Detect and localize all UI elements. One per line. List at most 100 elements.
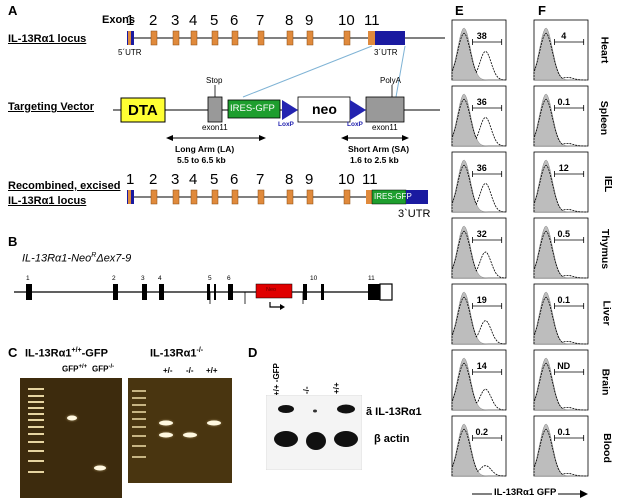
- exon-num-bot-9: 9: [305, 171, 314, 188]
- sample-histogram: [451, 428, 506, 477]
- lane-ko: -/-: [186, 366, 194, 375]
- panel-f-value: 0.1: [557, 295, 570, 305]
- neo-box: [297, 96, 351, 123]
- exon11-label-right: exon11: [372, 123, 398, 132]
- panel-e-value: 38: [477, 31, 487, 41]
- exon-num-top-4: 4: [189, 12, 198, 29]
- band-label-1: ã IL-13Rα1: [366, 406, 422, 418]
- sample-histogram: [533, 32, 588, 81]
- sample-histogram: [533, 230, 588, 279]
- control-histogram: [451, 27, 506, 81]
- exon11-right-box: [365, 96, 405, 123]
- panel-f-value: 12: [559, 163, 569, 173]
- panel-f-value: ND: [557, 361, 570, 371]
- panel-label-e: E: [455, 3, 464, 18]
- exon1-orange-top: [128, 31, 131, 45]
- exon-num-top-6: 6: [230, 12, 239, 29]
- panel-f-value: 0.5: [557, 229, 570, 239]
- exon-num-bot-7: 7: [256, 171, 265, 188]
- b-exon-10: 10: [310, 275, 318, 282]
- tissue-iel: IEL: [602, 175, 615, 193]
- exon-num-top-8: 8: [285, 12, 294, 29]
- exon-top-5: [211, 30, 219, 46]
- b-exon-5: 5: [208, 275, 212, 282]
- sample-histogram: [533, 428, 588, 477]
- lane-wt: +/+: [206, 366, 218, 375]
- sample-histogram: [451, 362, 507, 411]
- tissue-brain: Brain: [599, 368, 612, 396]
- exon-top-7: [257, 30, 265, 46]
- panel-f-value: 0.1: [557, 427, 570, 437]
- panel-e-value: 19: [477, 295, 487, 305]
- western-blot: [266, 395, 362, 470]
- sample-histogram: [451, 296, 507, 345]
- exon-num-top-9: 9: [305, 12, 314, 29]
- homology-line-left: [242, 45, 373, 98]
- polya-label: PolyA: [380, 76, 401, 85]
- b-exon-3: 3: [141, 275, 145, 282]
- panel-c-left-title: IL-13Rα1+/+-GFP: [25, 347, 108, 360]
- exon-num-top-10: 10: [338, 12, 355, 29]
- exon-num-bot-11: 11: [362, 171, 378, 188]
- tissue-spleen: Spleen: [598, 100, 611, 136]
- long-arm-size: 5.5 to 6.5 kb: [177, 155, 226, 165]
- short-arm-size: 1.6 to 2.5 kb: [350, 155, 399, 165]
- panel-e-value: 36: [477, 163, 487, 173]
- exon11-label-left: exon11: [202, 123, 228, 132]
- utr3-label: 3´UTR: [374, 48, 398, 57]
- neo-label: neo: [312, 101, 337, 117]
- tissue-heart: Heart: [598, 36, 611, 64]
- long-arm-label: Long Arm (LA): [175, 144, 235, 154]
- panel-e-value: 14: [477, 361, 487, 371]
- exon-top-9: [306, 30, 314, 46]
- b-exon-11: 11: [368, 275, 375, 282]
- tissue-blood: Blood: [600, 433, 613, 463]
- stop-label: Stop: [206, 76, 223, 85]
- panel-label-b: B: [8, 234, 18, 249]
- control-histogram: [451, 159, 506, 213]
- exon-top-8: [286, 30, 294, 46]
- utr3-top-box: [375, 31, 405, 45]
- exons-label: Exons: [102, 14, 136, 26]
- b-exon-2: 2: [112, 275, 116, 282]
- lane-d-1: +/+ -GFP: [272, 363, 281, 396]
- panel-label-d: D: [248, 345, 258, 360]
- exon11-left-box: [207, 96, 223, 123]
- dta-box: [120, 97, 166, 123]
- control-histogram: [451, 357, 506, 411]
- utr3-bottom-box: [406, 190, 428, 204]
- x-axis-label: IL-13Rα1 GFP: [492, 487, 559, 498]
- exon-num-bot-4: 4: [189, 171, 198, 188]
- exon-num-top-7: 7: [256, 12, 265, 29]
- utr5-label: 5´UTR: [118, 48, 142, 57]
- b-exon-1: 1: [26, 275, 30, 282]
- locus-label: IL-13Rα1 locus: [8, 33, 87, 45]
- exon-num-top-3: 3: [171, 12, 180, 29]
- short-arm-label: Short Arm (SA): [348, 144, 410, 154]
- panel-f-value: 4: [561, 31, 566, 41]
- panel-b-title: IL-13Rα1-NeoRΔex7-9: [22, 252, 132, 265]
- panel-e-value: 0.2: [475, 427, 488, 437]
- exon-num-bot-2: 2: [149, 171, 158, 188]
- exon-top-10: [343, 30, 351, 46]
- panel-label-c: C: [8, 345, 18, 360]
- ires-gfp-box: [227, 99, 281, 119]
- b-exon-4: 4: [158, 275, 162, 282]
- lane-het: +/-: [163, 366, 173, 375]
- panel-e-value: 32: [477, 229, 487, 239]
- exon-num-bot-10: 10: [338, 171, 355, 188]
- loxp-triangle-1: [282, 100, 298, 120]
- lane-d-3: +/+: [332, 382, 341, 394]
- loxp-label-2: LoxP: [347, 121, 363, 128]
- neo-cassette-box: [255, 283, 293, 299]
- panel-c-right-title: IL-13Rα1-/-: [150, 347, 204, 360]
- band-label-2: β actin: [374, 433, 410, 445]
- sample-histogram: [533, 164, 588, 213]
- b-exon-6: 6: [227, 275, 231, 282]
- sample-histogram: [533, 362, 588, 411]
- exon-num-top-11: 11: [364, 12, 380, 29]
- exon-top-11: [368, 31, 376, 45]
- panel-label-a: A: [8, 3, 18, 18]
- lane-gfp-mm: GFP-/-: [92, 364, 115, 374]
- exon-num-top-1: 1: [126, 12, 135, 29]
